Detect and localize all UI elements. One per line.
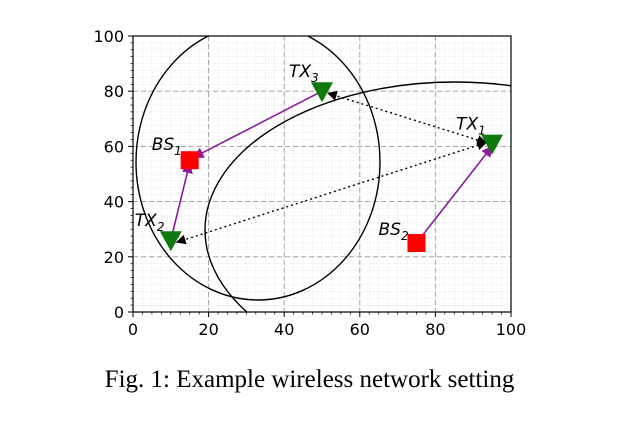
node-markers — [159, 82, 504, 252]
x-tick-label: 20 — [198, 320, 218, 339]
base-station-label: BS2 — [379, 220, 409, 243]
transmitter-marker — [311, 82, 333, 103]
link-arrows — [170, 90, 493, 245]
transmitter-label: TX1 — [456, 115, 486, 138]
x-tick-label: 0 — [128, 320, 138, 339]
x-tick-label: 100 — [496, 320, 527, 339]
y-tick-label: 80 — [104, 82, 124, 101]
base-station-label: BS1 — [152, 135, 182, 158]
interference-arrow — [175, 140, 488, 245]
base-station-marker — [180, 151, 199, 170]
base-station-marker — [407, 234, 426, 252]
y-tick-label: 20 — [104, 248, 124, 267]
coverage-circle-tx2 — [135, 36, 381, 301]
figure-caption: Fig. 1: Example wireless network setting — [104, 366, 515, 393]
transmitter-marker — [481, 134, 504, 155]
signal-link-arrow — [192, 90, 323, 159]
transmitter-label: TX2 — [135, 211, 165, 234]
axis-ticks: 0 20 40 60 80 100 0 20 40 60 80 100 — [93, 27, 526, 339]
y-tick-label: 60 — [104, 137, 124, 156]
x-tick-label: 40 — [274, 320, 294, 339]
transmitter-label: TX3 — [289, 62, 319, 85]
y-tick-label: 100 — [93, 27, 124, 46]
y-tick-label: 0 — [114, 303, 124, 322]
minor-grid — [132, 35, 512, 313]
x-tick-label: 80 — [425, 320, 445, 339]
transmitter-marker — [159, 231, 182, 252]
x-tick-label: 60 — [350, 320, 370, 339]
y-tick-label: 40 — [104, 193, 124, 212]
coverage-circle-tx1 — [204, 81, 511, 312]
